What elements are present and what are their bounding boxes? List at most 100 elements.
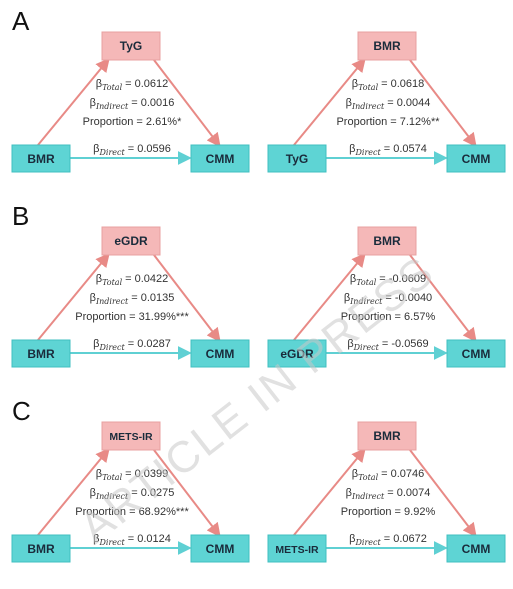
beta-value: = 0.0124	[128, 533, 171, 545]
exposure-box	[267, 534, 327, 563]
beta-value: = 0.0574	[384, 143, 427, 155]
beta-symbol: β	[93, 338, 99, 350]
path-b-arrow	[409, 449, 477, 538]
beta-subscript: Total	[102, 473, 123, 482]
mediator-box	[101, 421, 161, 451]
outcome-box	[446, 144, 506, 173]
beta-symbol: β	[96, 273, 102, 285]
outcome-box	[190, 339, 250, 368]
beta-symbol: β	[90, 292, 96, 304]
exposure-label: METS-IR	[275, 544, 319, 556]
total-effect-text: βTotal= 0.0618	[352, 78, 425, 92]
outcome-box	[190, 534, 250, 563]
outcome-label: CMM	[462, 347, 491, 361]
exposure-label: BMR	[27, 542, 55, 556]
beta-symbol: β	[96, 78, 102, 90]
total-effect-text: βTotal= 0.0612	[96, 78, 169, 92]
exposure-box	[267, 339, 327, 368]
beta-subscript: Total	[356, 278, 377, 287]
total-effect-text: βTotal= 0.0399	[96, 468, 169, 482]
direct-effect-text: βDirect= 0.0287	[93, 338, 171, 352]
beta-value: = 0.0612	[125, 78, 168, 90]
beta-symbol: β	[90, 487, 96, 499]
beta-symbol: β	[346, 97, 352, 109]
exposure-label: BMR	[27, 347, 55, 361]
path-a-arrow	[293, 447, 366, 536]
proportion-text: Proportion = 31.99%***	[75, 311, 189, 323]
mediator-label: BMR	[373, 429, 401, 443]
beta-subscript: Direct	[98, 148, 125, 157]
beta-subscript: Indirect	[95, 297, 129, 306]
beta-subscript: Direct	[354, 538, 381, 547]
beta-subscript: Direct	[354, 148, 381, 157]
total-effect-text: βTotal= 0.0746	[352, 468, 425, 482]
beta-value: = -0.0040	[385, 292, 432, 304]
proportion-text: Proportion = 9.92%	[341, 506, 436, 518]
beta-subscript: Indirect	[351, 102, 385, 111]
mediator-box	[101, 31, 161, 61]
beta-value: = -0.0609	[379, 273, 426, 285]
beta-subscript: Direct	[98, 343, 125, 352]
indirect-effect-text: βIndirect= -0.0040	[344, 292, 432, 306]
beta-value: = 0.0399	[125, 468, 168, 480]
total-effect-text: βTotal= -0.0609	[350, 273, 426, 287]
beta-symbol: β	[349, 143, 355, 155]
panel-letter: B	[12, 201, 29, 231]
path-a-arrow	[293, 57, 366, 146]
mediator-box	[357, 421, 417, 451]
path-a-arrow	[37, 57, 110, 146]
outcome-box	[190, 144, 250, 173]
path-b-arrow	[153, 254, 221, 343]
beta-subscript: Indirect	[95, 102, 129, 111]
path-b-arrow	[409, 59, 477, 148]
beta-value: = 0.0672	[384, 533, 427, 545]
beta-symbol: β	[93, 533, 99, 545]
direct-effect-text: βDirect= 0.0124	[93, 533, 171, 547]
beta-symbol: β	[96, 468, 102, 480]
proportion-text: Proportion = 6.57%	[341, 311, 436, 323]
direct-effect-text: βDirect= 0.0596	[93, 143, 171, 157]
beta-value: = -0.0569	[382, 338, 429, 350]
beta-symbol: β	[349, 533, 355, 545]
proportion-text: Proportion = 7.12%**	[336, 116, 440, 128]
path-a-arrow	[293, 252, 366, 341]
beta-value: = 0.0422	[125, 273, 168, 285]
beta-value: = 0.0287	[128, 338, 171, 350]
panel-letter: C	[12, 396, 31, 426]
beta-value: = 0.0746	[381, 468, 424, 480]
mediator-label: BMR	[373, 39, 401, 53]
beta-value: = 0.0074	[387, 487, 430, 499]
proportion-text: Proportion = 2.61%*	[83, 116, 182, 128]
beta-symbol: β	[350, 273, 356, 285]
exposure-label: eGDR	[280, 347, 314, 361]
beta-subscript: Direct	[98, 538, 125, 547]
beta-value: = 0.0275	[131, 487, 174, 499]
mediator-label: eGDR	[114, 234, 148, 248]
outcome-box	[446, 534, 506, 563]
mediator-label: BMR	[373, 234, 401, 248]
exposure-box	[11, 144, 71, 173]
beta-subscript: Total	[358, 83, 379, 92]
beta-symbol: β	[344, 292, 350, 304]
outcome-label: CMM	[206, 542, 235, 556]
exposure-label: TyG	[286, 152, 308, 166]
indirect-effect-text: βIndirect= 0.0016	[90, 97, 175, 111]
exposure-label: BMR	[27, 152, 55, 166]
exposure-box	[11, 534, 71, 563]
beta-value: = 0.0135	[131, 292, 174, 304]
indirect-effect-text: βIndirect= 0.0275	[90, 487, 175, 501]
beta-subscript: Total	[358, 473, 379, 482]
mediator-box	[101, 226, 161, 256]
beta-symbol: β	[90, 97, 96, 109]
beta-subscript: Indirect	[349, 297, 383, 306]
proportion-text: Proportion = 68.92%***	[75, 506, 189, 518]
indirect-effect-text: βIndirect= 0.0074	[346, 487, 431, 501]
beta-symbol: β	[352, 468, 358, 480]
